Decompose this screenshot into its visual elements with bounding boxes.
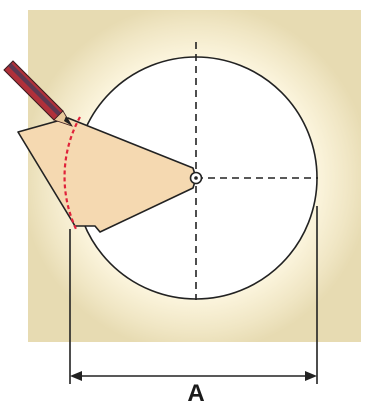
dimension-label: A <box>187 380 205 407</box>
center-crosshair-icon <box>189 171 203 185</box>
traced-arc <box>63 116 81 230</box>
dimension-arrow-right <box>305 371 317 381</box>
pencil-icon <box>3 60 73 127</box>
dimension-arrow-left <box>70 371 82 381</box>
pivot-template <box>17 117 197 233</box>
